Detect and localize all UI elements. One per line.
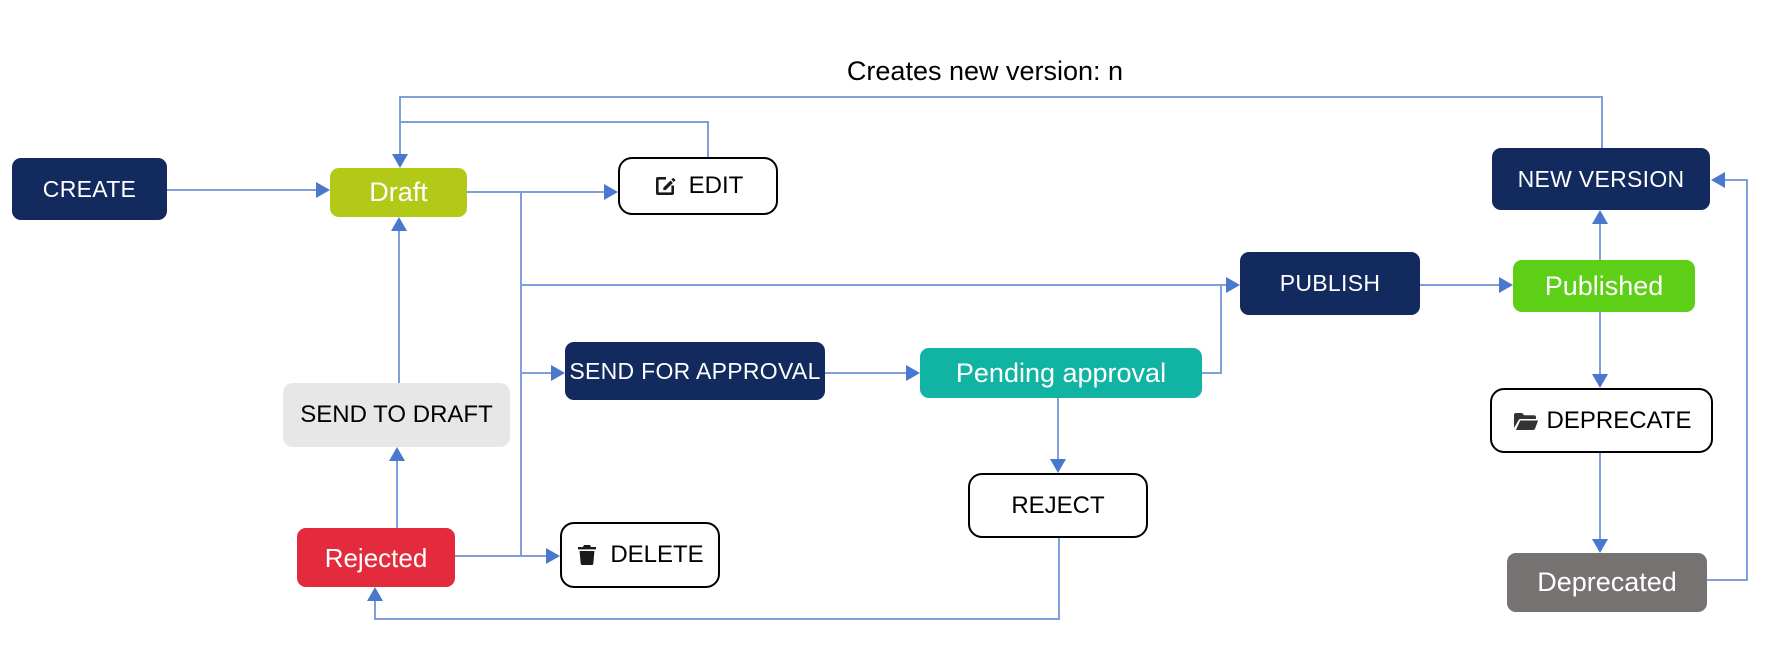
arrowhead bbox=[551, 365, 565, 381]
arrowhead bbox=[391, 217, 407, 231]
trash-icon bbox=[576, 543, 598, 567]
node-delete: DELETE bbox=[560, 522, 720, 588]
connector-pending-reject bbox=[1057, 398, 1059, 459]
connector-top-loop bbox=[399, 96, 1603, 98]
connector-pending-elbow-v bbox=[1220, 284, 1222, 374]
connector-pending-elbow-h bbox=[1202, 372, 1222, 374]
connector-edit-loop-h bbox=[399, 121, 708, 123]
node-label: DELETE bbox=[610, 541, 704, 568]
connector-return bbox=[374, 618, 1060, 620]
arrowhead bbox=[1050, 459, 1066, 473]
connector-top-into-draft bbox=[399, 96, 401, 155]
node-label: SEND FOR APPROVAL bbox=[569, 357, 821, 384]
node-label: Draft bbox=[369, 177, 428, 207]
arrowhead bbox=[316, 182, 330, 198]
connector-deprecated-right bbox=[1707, 579, 1748, 581]
node-label: Pending approval bbox=[955, 357, 1167, 388]
node-send-for-approval: SEND FOR APPROVAL bbox=[565, 342, 825, 400]
node-rejected: Rejected bbox=[297, 528, 455, 587]
arrowhead bbox=[1711, 172, 1725, 188]
node-draft: Draft bbox=[330, 168, 467, 217]
connector-sfa-pending bbox=[825, 372, 907, 374]
arrowhead bbox=[1592, 539, 1608, 553]
node-label: SEND TO DRAFT bbox=[300, 401, 493, 428]
arrowhead bbox=[367, 587, 383, 601]
connector-edit-loop-v bbox=[707, 121, 709, 157]
arrowhead bbox=[389, 447, 405, 461]
node-label: Rejected bbox=[324, 542, 428, 573]
connector-published-newversion bbox=[1599, 223, 1601, 260]
node-label: Deprecated bbox=[1537, 567, 1677, 597]
connector-into-newversion bbox=[1725, 179, 1748, 181]
node-send-to-draft: SEND TO DRAFT bbox=[283, 383, 510, 447]
folder-open-icon bbox=[1512, 409, 1540, 433]
arrowhead bbox=[546, 548, 560, 564]
arrowhead bbox=[604, 184, 618, 200]
node-published: Published bbox=[1513, 260, 1695, 312]
connector-delete-feed bbox=[455, 555, 547, 557]
annotation-creates-new-version: Creates new version: n bbox=[846, 56, 1124, 86]
connector-reject-down bbox=[1058, 538, 1060, 620]
arrowhead bbox=[392, 154, 408, 168]
node-publish: PUBLISH bbox=[1240, 252, 1420, 315]
connector-newversion-top bbox=[1601, 96, 1603, 148]
node-label: EDIT bbox=[688, 172, 744, 199]
connector-right-up bbox=[1746, 179, 1748, 581]
arrowhead bbox=[1592, 374, 1608, 388]
node-label: PUBLISH bbox=[1279, 270, 1381, 296]
node-label: NEW VERSION bbox=[1517, 165, 1685, 192]
connector-std-draft bbox=[398, 230, 400, 383]
connector-publish-published bbox=[1420, 284, 1500, 286]
connector-create-draft bbox=[167, 189, 317, 191]
node-create: CREATE bbox=[12, 158, 167, 220]
node-edit: EDIT bbox=[618, 157, 778, 215]
edit-icon bbox=[653, 174, 677, 198]
arrowhead bbox=[1226, 277, 1240, 293]
arrowhead bbox=[1592, 210, 1608, 224]
connector-return-up bbox=[374, 600, 376, 620]
connector-deprecate-deprecated bbox=[1599, 453, 1601, 540]
connector-rejected-std bbox=[396, 460, 398, 528]
node-deprecate: DEPRECATE bbox=[1490, 388, 1713, 453]
node-label: Published bbox=[1544, 270, 1664, 301]
node-label: REJECT bbox=[1011, 491, 1105, 519]
connector-draft-trunk bbox=[520, 191, 522, 557]
arrowhead bbox=[906, 365, 920, 381]
node-label: DEPRECATE bbox=[1546, 406, 1692, 434]
node-label: CREATE bbox=[42, 175, 137, 202]
connector-published-deprecate bbox=[1599, 312, 1601, 375]
connector-draft-publish bbox=[520, 284, 1226, 286]
node-new-version: NEW VERSION bbox=[1492, 148, 1710, 210]
arrowhead bbox=[1499, 277, 1513, 293]
node-reject: REJECT bbox=[968, 473, 1148, 538]
node-pending-approval: Pending approval bbox=[920, 348, 1202, 398]
connector-draft-edit bbox=[467, 191, 605, 193]
node-deprecated: Deprecated bbox=[1507, 553, 1707, 612]
connector-draft-sfa bbox=[520, 372, 552, 374]
